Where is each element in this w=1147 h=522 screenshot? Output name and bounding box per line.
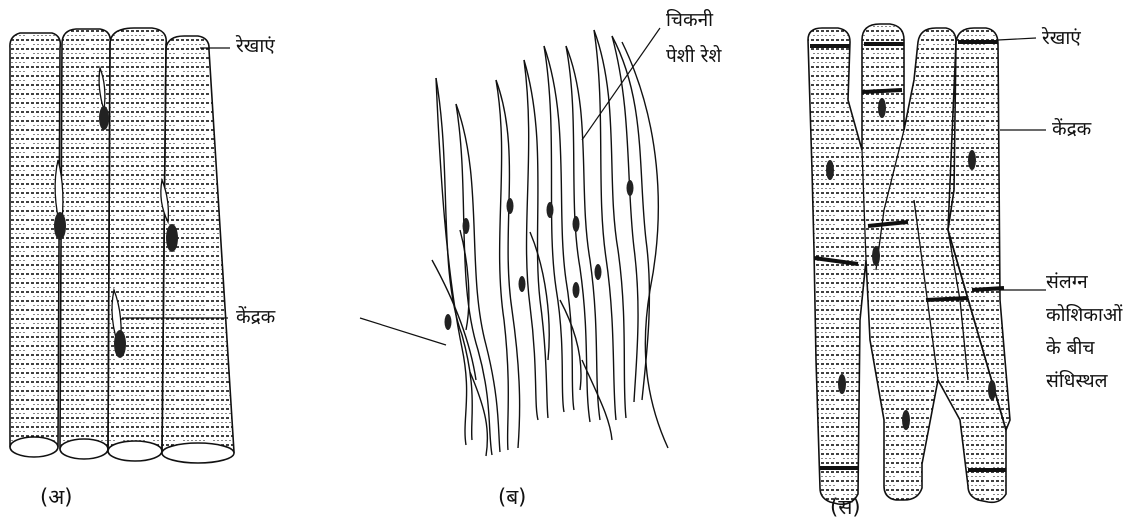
nucleus xyxy=(507,198,514,214)
label-nucleus-a: केंद्रक xyxy=(236,305,275,329)
label-junction-line4: संधिस्थल xyxy=(1046,369,1107,393)
skeletal-fibre xyxy=(108,28,166,461)
nucleus xyxy=(463,218,470,234)
nucleus xyxy=(519,276,526,292)
leader-line xyxy=(360,318,446,345)
skeletal-muscle-drawing xyxy=(10,28,234,463)
nucleus xyxy=(902,410,910,430)
label-junction-line1: संलग्न xyxy=(1046,270,1088,294)
nucleus xyxy=(445,314,452,330)
label-junction-line3: के बीच xyxy=(1046,336,1094,360)
skeletal-fibre xyxy=(10,33,60,457)
nucleus xyxy=(573,216,580,232)
nucleus xyxy=(838,374,846,394)
caption-c: (स) xyxy=(830,494,861,520)
nucleus xyxy=(627,180,634,196)
label-striations-a: रेखाएं xyxy=(236,34,275,58)
nucleus xyxy=(166,224,178,252)
caption-a: (अ) xyxy=(40,484,72,510)
nucleus xyxy=(99,106,109,130)
label-junction-line2: कोशिकाओं xyxy=(1046,303,1122,327)
nucleus xyxy=(547,202,554,218)
nucleus xyxy=(573,282,580,298)
nucleus xyxy=(878,98,886,118)
label-striations-c: रेखाएं xyxy=(1042,26,1081,50)
label-nucleus-c: केंद्रक xyxy=(1052,117,1091,141)
nucleus xyxy=(968,150,976,170)
nucleus xyxy=(872,246,880,266)
nucleus xyxy=(54,212,66,240)
nucleus xyxy=(595,264,602,280)
leader-line xyxy=(998,38,1036,40)
nucleus xyxy=(114,330,126,358)
label-smooth-muscle-line2: पेशी रेशे xyxy=(666,44,721,68)
label-smooth-muscle-line1: चिकनी xyxy=(666,8,713,32)
nucleus xyxy=(826,160,834,180)
smooth-muscle-drawing xyxy=(360,28,668,456)
nucleus xyxy=(988,380,996,400)
intercalated-disc xyxy=(926,298,968,300)
intercalated-disc xyxy=(862,90,902,92)
leader-line xyxy=(582,28,660,140)
cardiac-muscle-drawing xyxy=(808,24,1046,504)
caption-b: (ब) xyxy=(498,484,526,510)
